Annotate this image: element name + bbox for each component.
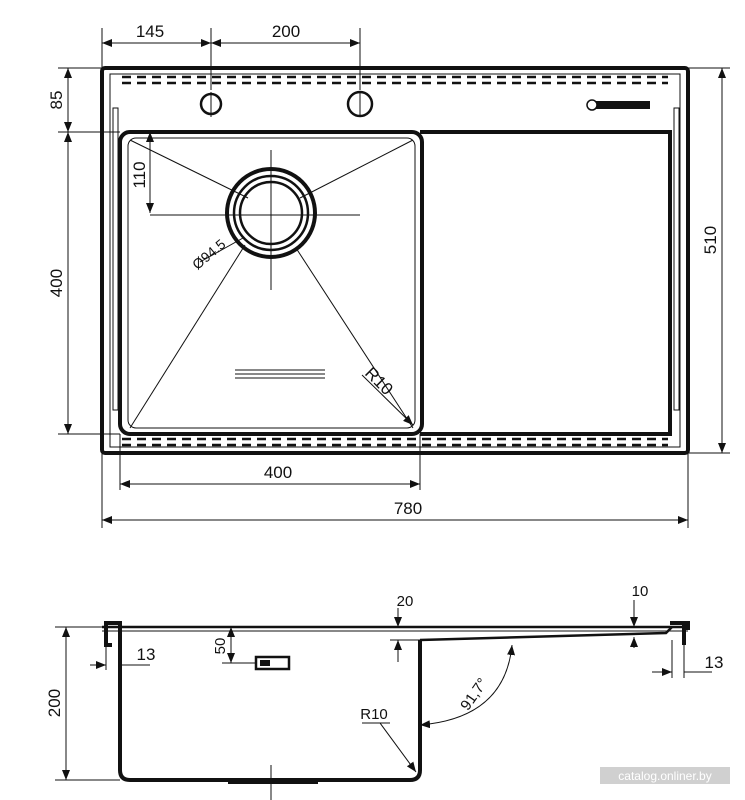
dim-85-label: 85 [47, 91, 66, 110]
bowl-inner-edge [127, 137, 416, 429]
side-drain-outlet [228, 778, 318, 784]
dim-side-200-label: 200 [45, 689, 64, 717]
dim-side-angle-label: 91,7° [457, 675, 491, 714]
right-side-clip [673, 107, 680, 411]
left-side-clip [112, 107, 119, 411]
dim-side-13-right-label: 13 [705, 653, 724, 672]
inner-rim-line [109, 73, 681, 448]
dim-drain-diameter-label: Ø94.5 [189, 236, 229, 273]
dim-side-20-label: 20 [397, 593, 414, 610]
dim-145-label: 145 [136, 22, 164, 41]
dim-200-label: 200 [272, 22, 300, 41]
sink-outline [100, 66, 690, 455]
dim-510-label: 510 [701, 226, 720, 254]
drain-icon [150, 150, 360, 290]
side-drainboard-slope [419, 626, 673, 642]
top-view: 145 200 85 400 110 Ø94.5 R10 [47, 22, 730, 528]
dim-side-10-label: 10 [632, 583, 649, 600]
bowl-slope-lines [129, 139, 414, 429]
side-right-lip [670, 621, 690, 645]
side-view-dimensions: 200 13 50 20 10 13 [45, 583, 724, 781]
dim-side-50-label: 50 [212, 638, 229, 655]
dim-400-horizontal-label: 400 [264, 463, 292, 482]
dim-780-label: 780 [394, 499, 422, 518]
dim-side-13-left-label: 13 [137, 645, 156, 664]
side-overflow-icon [254, 655, 291, 671]
watermark-text: catalog.onliner.by [618, 769, 711, 783]
dim-400-vertical-label: 400 [47, 269, 66, 297]
drainboard-outline [420, 130, 672, 436]
overflow-slot-icon [235, 369, 325, 379]
watermark: catalog.onliner.by [600, 767, 730, 784]
dim-110-label: 110 [130, 161, 149, 188]
dim-r10-top-label: R10 [361, 363, 396, 398]
brand-logo-icon [586, 99, 650, 111]
bowl-outline [118, 130, 424, 436]
side-view: 200 13 50 20 10 13 [45, 583, 723, 800]
dim-side-r10-label: R10 [360, 706, 388, 723]
